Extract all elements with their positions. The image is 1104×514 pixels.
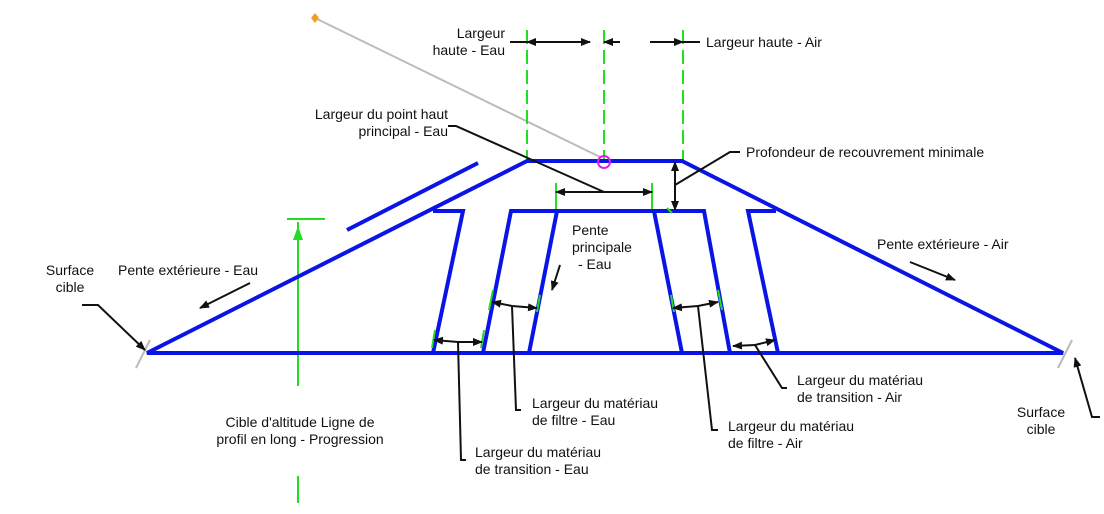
high-point-marker[interactable] [597,155,611,169]
outer-slope-offset [346,161,479,232]
elevation-arrow-icon [293,226,303,240]
elevation-target-line [287,183,653,503]
handle-diamond-icon[interactable] [311,13,319,23]
label-outer-slope-water: Pente extérieure - Eau [118,262,259,278]
label-min-cover-depth: Profondeur de recouvrement minimale [746,144,985,160]
transition-zone-water [431,209,466,354]
target-surface-ticks [135,339,1073,369]
pointer-line [314,17,601,158]
embankment-outline [146,159,1064,355]
transition-zone-air [745,209,780,354]
filter-zone [481,209,732,354]
top-width-guides [526,30,684,161]
label-outer-slope-air: Pente extérieure - Air [877,236,1009,252]
embankment-structure [146,159,1064,355]
label-top-width-air: Largeur haute - Air [706,34,822,50]
leaders [82,38,1100,461]
